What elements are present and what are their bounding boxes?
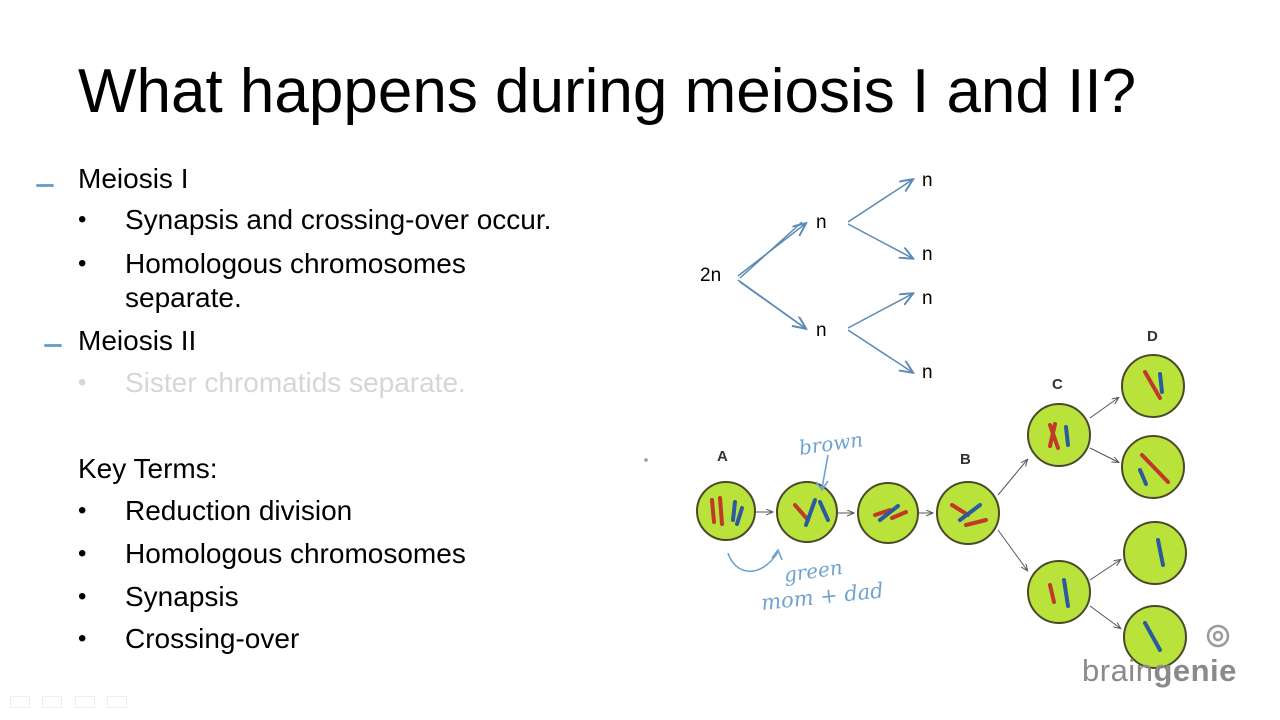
branch-arrow: [847, 180, 912, 223]
forward-icon[interactable]: [107, 696, 128, 708]
label-n: n: [922, 362, 933, 383]
bullet-marker: •: [78, 625, 87, 652]
meiosis-2-heading: Meiosis II: [78, 325, 197, 356]
cell: [1123, 521, 1187, 585]
branch-arrow: [847, 223, 912, 258]
cell: [1027, 560, 1091, 624]
logo-text-genie: genie: [1153, 653, 1237, 688]
cell-label-a: A: [717, 448, 728, 465]
slide-title: What happens during meiosis I and II?: [78, 57, 1137, 126]
bullet-marker: •: [78, 583, 87, 610]
branch-arrow: [739, 281, 803, 327]
meiosis-1-heading: Meiosis I: [78, 163, 189, 194]
label-n: n: [816, 320, 827, 341]
key-term: Synapsis: [125, 581, 239, 612]
braingenie-logo: braingenie: [1082, 652, 1237, 690]
annotation-brown: brown: [797, 427, 864, 460]
annotation-mom-dad: mom + dad: [760, 578, 885, 615]
bullet-marker: •: [78, 206, 87, 233]
key-term: Homologous chromosomes: [125, 538, 466, 569]
branch-diagram: [737, 180, 912, 372]
label-2n: 2n: [700, 265, 721, 286]
bullet-marker: •: [78, 540, 87, 567]
branch-arrow: [847, 329, 912, 372]
cell: [776, 481, 838, 543]
back-icon[interactable]: [10, 696, 30, 708]
key-term: Crossing-over: [125, 623, 300, 654]
label-n: n: [922, 244, 933, 265]
key-terms-heading: Key Terms:: [78, 453, 218, 484]
branch-arrow: [739, 221, 803, 279]
bullet-marker: •: [78, 497, 87, 524]
key-term: Reduction division: [125, 495, 353, 526]
cell: [1027, 403, 1091, 467]
pen-icon[interactable]: [42, 696, 63, 708]
branch-arrow: [847, 294, 912, 329]
menu-icon[interactable]: [74, 696, 95, 708]
logo-text-brain: brain: [1082, 653, 1154, 688]
annotation-dash: [36, 184, 54, 187]
meiosis-1-bullet: Synapsis and crossing-over occur.: [125, 204, 552, 235]
meiosis-1-bullet: Homologous chromosomes: [125, 248, 466, 279]
label-n: n: [922, 288, 933, 309]
meiosis-1-bullet-cont: separate.: [125, 282, 242, 313]
cell-label-b: B: [960, 451, 971, 468]
annotation-curve: [727, 551, 779, 573]
annotation-arrow: [821, 454, 829, 489]
label-n: n: [816, 212, 827, 233]
logo-icon: [1206, 624, 1230, 648]
bullet-marker: •: [78, 369, 87, 396]
annotation-dash: [44, 344, 62, 347]
annotation-green: green: [782, 555, 844, 587]
cell: [696, 481, 756, 541]
cell-label-d: D: [1147, 328, 1158, 345]
label-n: n: [922, 170, 933, 191]
meiosis-2-bullet: Sister chromatids separate.: [125, 367, 466, 398]
bullet-marker: •: [78, 250, 87, 277]
slide-toolbar: [10, 695, 135, 713]
cell-label-c: C: [1052, 376, 1063, 393]
